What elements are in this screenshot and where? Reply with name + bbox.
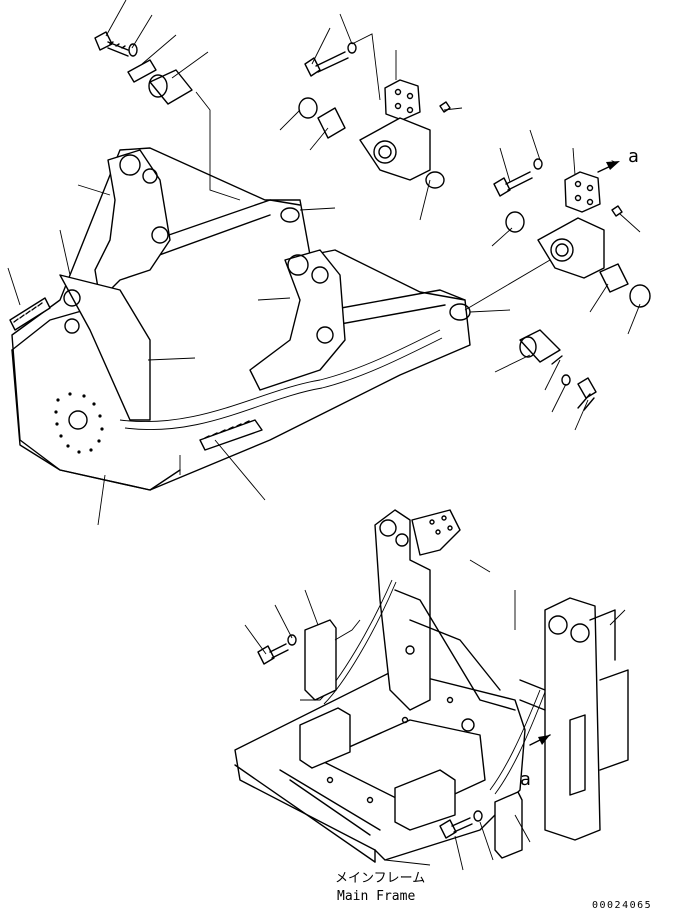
ref-label-a-bottom: a	[520, 769, 531, 790]
top-right-fasteners	[493, 158, 651, 308]
top-middle-fasteners	[298, 42, 451, 189]
bottom-right-fasteners	[439, 791, 523, 859]
main-frame-assembly	[234, 509, 629, 863]
leader-lines-bottom	[244, 559, 626, 871]
top-left-fasteners	[94, 31, 193, 105]
drawing-number: 00024065	[592, 900, 652, 911]
bottom-left-fasteners	[257, 619, 337, 701]
main-frame-label-en: Main Frame	[337, 889, 415, 904]
main-frame-label-jp: メインフレーム	[335, 871, 425, 886]
right-pin-fasteners	[519, 329, 597, 411]
leader-lines-top	[7, 0, 641, 526]
bolt-hole-pattern	[54, 392, 104, 454]
ref-label-a-top: a	[628, 146, 639, 167]
ref-arrow-bottom: a	[520, 734, 551, 790]
track-frame-assembly	[9, 147, 471, 491]
ref-arrow-top: a	[597, 146, 639, 173]
